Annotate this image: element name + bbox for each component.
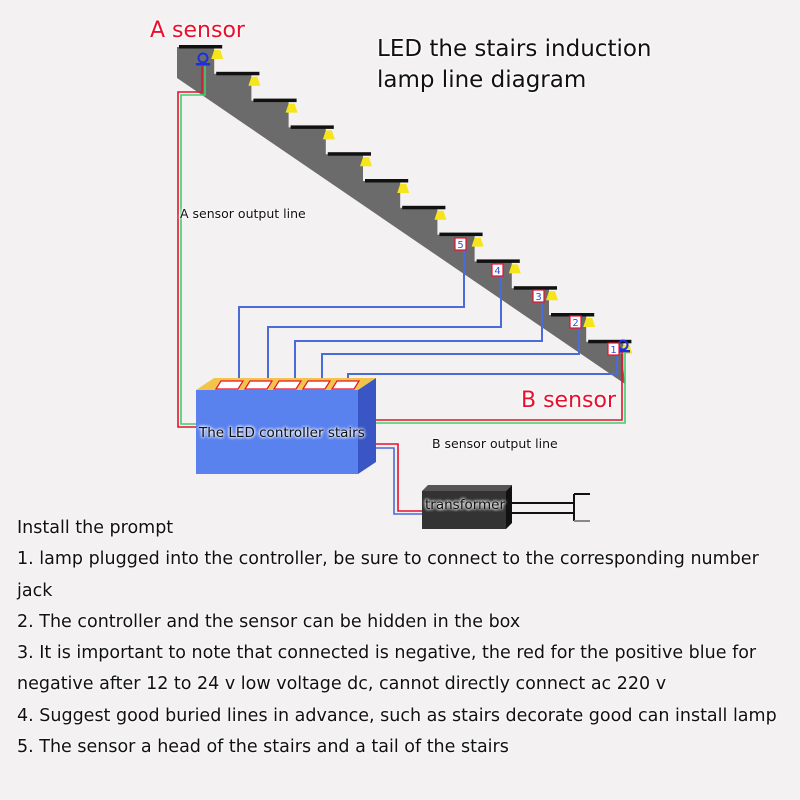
controller-jack <box>272 380 303 390</box>
stair-tread <box>216 71 260 76</box>
note-item: 4. Suggest good buried lines in advance,… <box>17 705 777 726</box>
transformer-label: transformer <box>425 497 506 513</box>
step-number-label: 5 <box>457 240 463 251</box>
controller-jack <box>301 380 332 390</box>
lamp-icon <box>434 210 447 220</box>
transformer-face <box>422 491 506 529</box>
step-number-box <box>569 315 582 329</box>
lamp-wire-2 <box>321 328 580 384</box>
b-sensor-wire-signal <box>376 352 626 424</box>
lamp-icon <box>322 130 335 140</box>
b-sensor-wire-positive <box>376 352 623 421</box>
lamp-wire-5 <box>238 250 465 384</box>
controller-jack <box>214 380 245 390</box>
controller-side <box>358 378 376 474</box>
stair-tread <box>290 125 334 129</box>
step-number-label: 1 <box>610 345 616 356</box>
lamp-icon <box>471 237 484 247</box>
stair-tread <box>365 179 409 183</box>
wiring: 5 4 3 2 1 <box>177 66 626 515</box>
controller-jacks <box>214 380 361 390</box>
lamp-icon <box>583 318 596 327</box>
step-number-box <box>607 342 620 356</box>
step-number-box <box>454 237 467 251</box>
a-sensor-label: A sensor <box>150 18 245 43</box>
transformer-side <box>506 485 512 529</box>
controller-face <box>196 390 358 474</box>
power-wire-positive <box>376 443 422 512</box>
note-item: 3. It is important to note that connecte… <box>17 643 757 695</box>
note-item: 5. The sensor a head of the stairs and a… <box>17 737 509 758</box>
b-sensor-base <box>616 350 630 353</box>
install-notes: Install the prompt 1. lamp plugged into … <box>17 513 797 763</box>
step-number-box <box>491 263 504 277</box>
stair-tread <box>402 205 446 210</box>
controller-label: The LED controller stairs <box>199 425 365 441</box>
stair-tread <box>327 152 371 156</box>
diagram-title: LED the stairs induction lamp line diagr… <box>377 34 652 96</box>
lamp-icon <box>508 264 521 274</box>
step-number-label: 2 <box>572 318 578 329</box>
lamp-wire-1 <box>347 355 618 384</box>
step-number-label: 4 <box>494 266 500 277</box>
lamp-wire-3 <box>294 302 543 384</box>
stair-tread <box>179 45 223 49</box>
controller-jack <box>243 380 274 390</box>
a-sensor-output-label: A sensor output line <box>180 206 306 221</box>
power-wire-negative <box>376 447 422 515</box>
controller-jack <box>330 380 361 390</box>
step-number-label: 3 <box>535 292 541 303</box>
lamp-icon <box>546 291 558 301</box>
a-sensor-wire-signal <box>180 66 206 425</box>
lamp-wire-4 <box>267 276 502 384</box>
power-plug <box>512 493 590 522</box>
title-line-2: lamp line diagram <box>377 67 587 93</box>
lamp-icon <box>360 157 372 167</box>
b-sensor-label: B sensor <box>521 388 616 413</box>
a-sensor-icon <box>197 52 209 64</box>
stair-tread <box>476 259 520 263</box>
lamp-icon <box>211 50 224 59</box>
step-number-box <box>532 289 545 303</box>
notes-heading: Install the prompt <box>17 518 174 538</box>
lamp-icon <box>248 76 261 86</box>
transformer <box>422 485 512 529</box>
a-sensor-wire-positive <box>177 66 203 428</box>
lamp-icon <box>285 103 298 113</box>
note-item: 1. lamp plugged into the controller, be … <box>17 549 759 601</box>
stair-tread <box>439 232 483 237</box>
stair-tread <box>513 286 557 290</box>
stair-tread <box>253 98 297 103</box>
led-controller <box>196 378 376 474</box>
lamp-icon <box>397 184 410 193</box>
transformer-top <box>422 485 512 491</box>
title-line-1: LED the stairs induction <box>377 36 652 62</box>
note-item: 2. The controller and the sensor can be … <box>17 611 521 632</box>
a-sensor-base <box>196 63 210 66</box>
stair-tread <box>588 339 632 344</box>
stair-body <box>177 47 625 384</box>
staircase <box>177 45 633 384</box>
b-sensor-output-label: B sensor output line <box>432 436 558 451</box>
stair-tread <box>551 313 595 317</box>
